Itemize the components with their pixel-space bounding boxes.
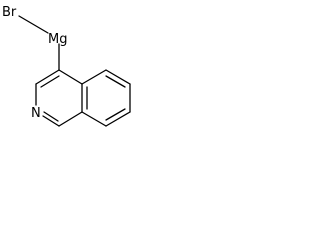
c4a-c5-bond — [81, 69, 107, 85]
br-mg-bond — [18, 15, 49, 34]
c5-c6-bond — [105, 69, 131, 85]
c8-c8a-bond — [81, 111, 107, 127]
nitrogen-label: N — [31, 106, 41, 121]
c3-c4-bond — [35, 69, 60, 85]
bromine-label: Br — [2, 5, 17, 20]
c5-c6-inner-double-bond — [105, 75, 126, 88]
c7-c8-bond — [105, 111, 131, 127]
isoquinolyl-magnesium-bromide-structure: Br Mg N — [2, 5, 131, 127]
c1-n-bond — [42, 115, 60, 127]
c1-n-inner-double-bond — [43, 111, 59, 122]
magnesium-label: Mg — [48, 32, 67, 47]
c7-c8-inner-double-bond — [105, 108, 126, 121]
c3-c4-inner-double-bond — [40, 75, 60, 88]
c8a-c1-bond — [58, 111, 83, 127]
c4-c4a-bond — [58, 69, 83, 85]
